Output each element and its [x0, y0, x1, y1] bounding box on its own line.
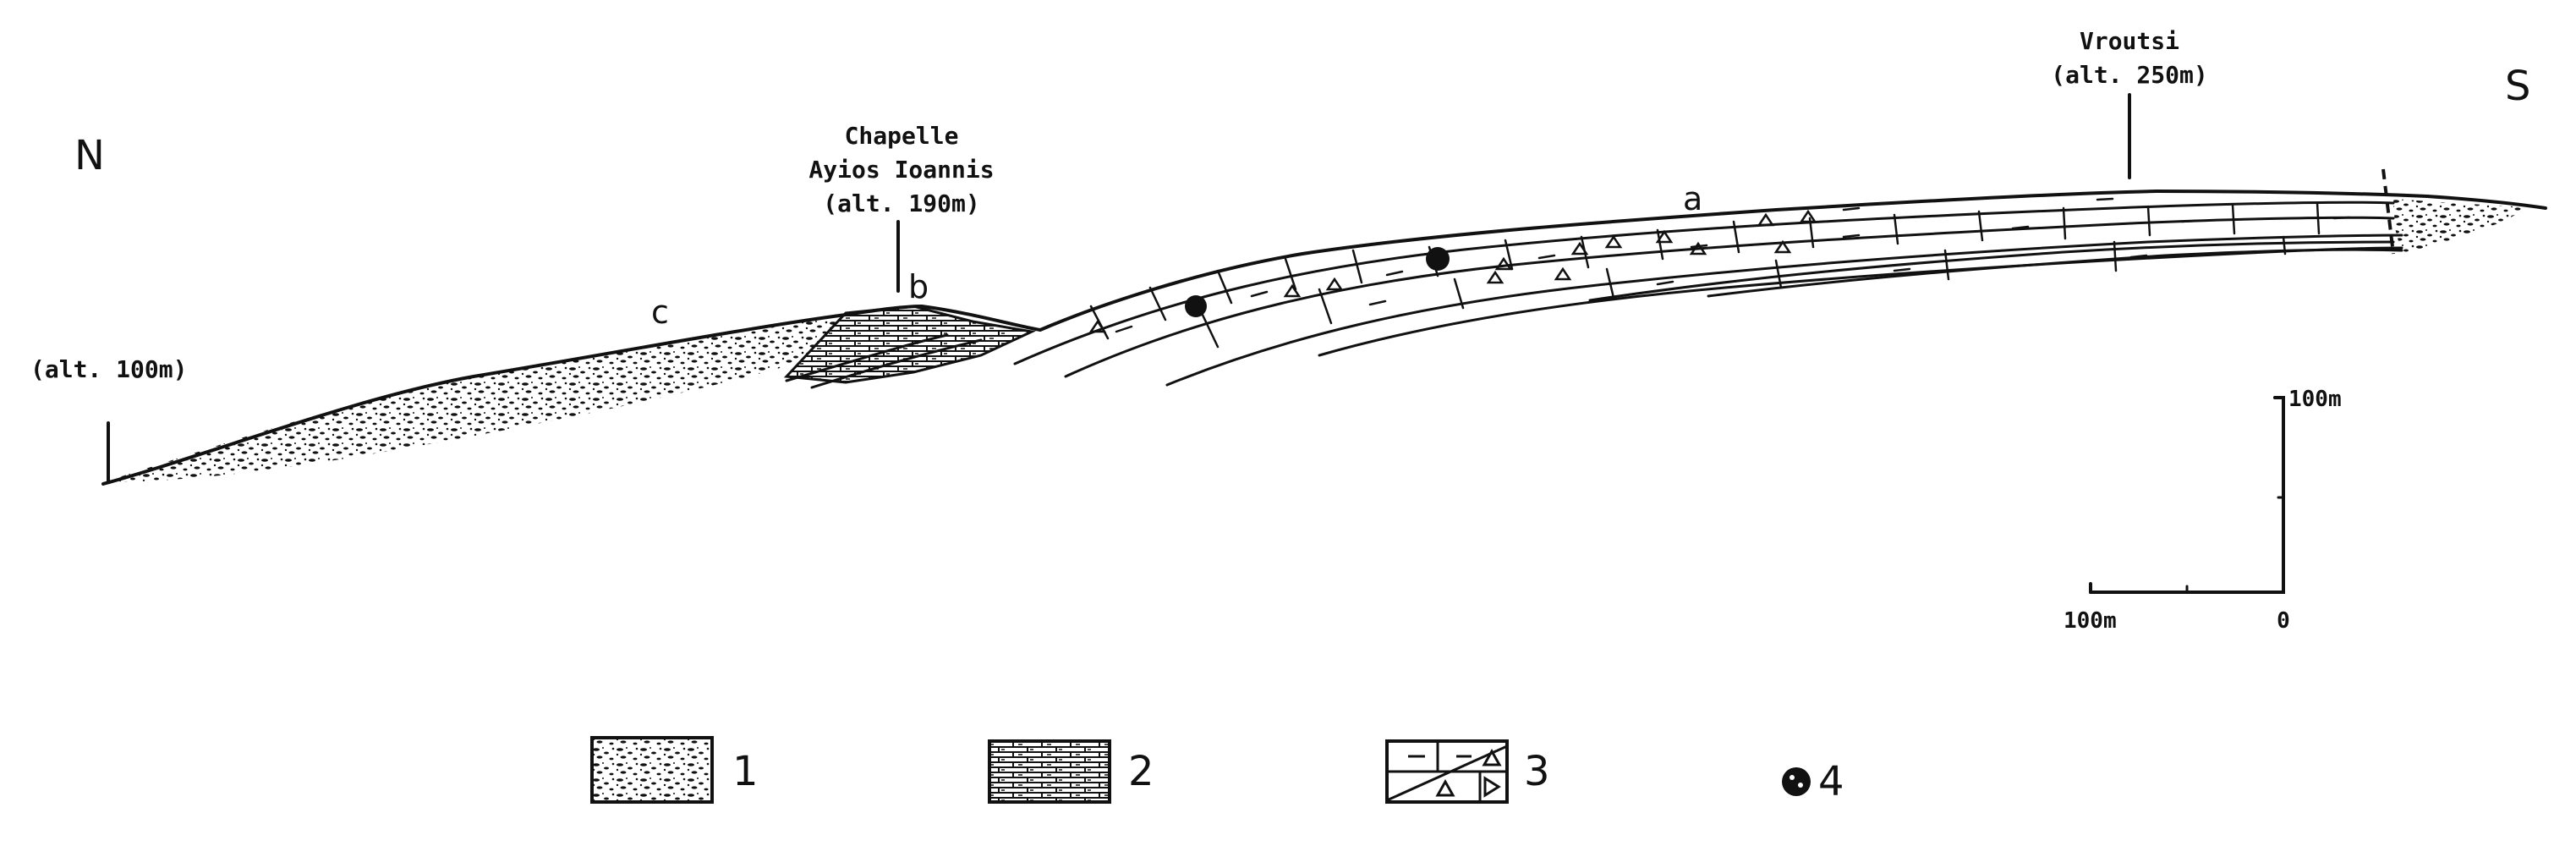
vroutsi-altitude: (alt. 250m) — [2051, 61, 2207, 89]
unit-c-conglomerate — [103, 306, 913, 482]
legend-swatch-thin-beds — [988, 739, 1111, 804]
scale-origin-label: 0 — [2277, 608, 2290, 634]
north-label: N — [74, 132, 105, 179]
legend-item-1: 1 — [590, 736, 759, 804]
fossil-markers — [1185, 247, 1450, 317]
legend-item-2: 2 — [988, 739, 1154, 804]
legend: 1 2 3 4 — [590, 736, 1844, 805]
unit-label-c: c — [651, 294, 669, 331]
chapel-altitude: (alt. 190m) — [823, 190, 979, 217]
section-profile — [101, 93, 2547, 486]
scale-axes — [2089, 396, 2285, 594]
legend-number-4: 4 — [1818, 758, 1844, 805]
bed-joints — [1089, 201, 2321, 349]
legend-number-2: 2 — [1128, 748, 1154, 795]
fossil-dot — [1185, 295, 1207, 317]
legend-item-4: 4 — [1782, 758, 1844, 805]
bedding-lines — [785, 201, 2403, 389]
legend-number-1: 1 — [732, 748, 759, 795]
vroutsi-name: Vroutsi — [2080, 27, 2179, 55]
south-end-speckle — [2393, 199, 2529, 254]
legend-swatch-conglomerate — [590, 736, 714, 804]
scale-vertical-label: 100m — [2288, 387, 2342, 412]
chapel-name-line2: Ayios Ioannis — [808, 156, 994, 184]
chapel-name-line1: Chapelle — [845, 122, 959, 150]
unit-label-a: a — [1683, 180, 1702, 217]
fault-line — [2381, 168, 2395, 255]
scale-horizontal-label: 100m — [2064, 608, 2117, 634]
unit-label-b: b — [908, 268, 929, 305]
profile-labels: N S (alt. 100m) Chapelle Ayios Ioannis (… — [30, 27, 2530, 383]
fossil-dot — [1426, 247, 1450, 271]
scale-bar: 100m 100m 0 — [2064, 387, 2342, 634]
breccia-triangles — [1088, 209, 1817, 333]
legend-item-3: 3 — [1385, 739, 1550, 804]
north-end-altitude: (alt. 100m) — [30, 355, 187, 383]
bed-dashes — [1115, 197, 2351, 333]
legend-swatch-fossil-dot — [1782, 767, 1811, 796]
south-label: S — [2505, 63, 2530, 110]
legend-number-3: 3 — [1524, 748, 1550, 795]
ground-surface — [101, 189, 2547, 486]
